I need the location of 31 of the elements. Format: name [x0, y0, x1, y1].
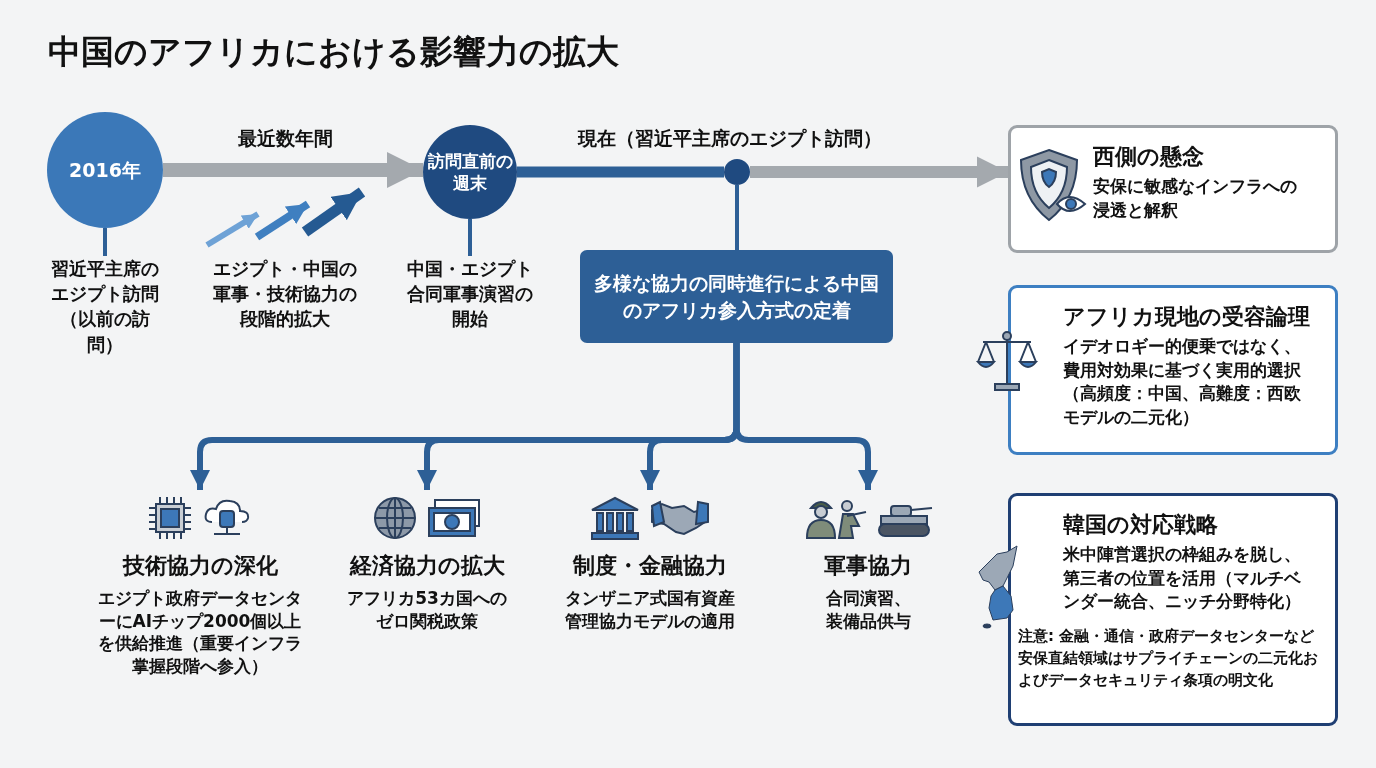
timeline-dot [724, 159, 750, 185]
category-title: 経済協力の拡大 [348, 552, 506, 580]
circle-label: 訪問直前の週末 [427, 149, 513, 195]
category-text: タンザニア式国有資産管理協力モデルの適用 [564, 586, 736, 633]
connector-line [735, 185, 739, 250]
connector-line [103, 228, 107, 256]
panel-heading: 西側の懸念 [1093, 143, 1205, 171]
arrow [163, 151, 423, 189]
arrow [733, 343, 879, 490]
circle-label: 2016年 [68, 157, 142, 183]
category-title: 技術協力の深化 [121, 552, 279, 580]
note-text: 中国・エジプト合同軍事演習の開始 [406, 257, 534, 332]
summary-box: 多様な協力の同時進行による中国のアフリカ参入方式の定着 [580, 250, 893, 343]
panel-note: 注意: 金融・通信・政府データセンターなど安保直結領域はサプライチェーンの二元化およびデータセキュリティ条項の明文化 [1018, 626, 1319, 691]
category-text: 合同演習、装備品供与 [824, 586, 912, 633]
info-panel [1008, 125, 1338, 253]
connector-line [468, 219, 472, 256]
category-title: 制度・金融協力 [571, 552, 728, 580]
panel-heading: 韓国の対応戦略 [1063, 511, 1219, 539]
timeline-bar [517, 166, 724, 178]
note-text: エジプト・中国の軍事・技術協力の段階的拡大 [212, 257, 358, 332]
panel-text: イデオロギー的便乗ではなく、費用対効果に基づく実用的選択（高頻度：中国、高難度：西欧モデルの二元化） [1063, 334, 1302, 430]
category-text: エジプト政府データセンターにAIチップ2000個以上を供給推進（重要インフラ掌握段階へ参入） [97, 586, 303, 679]
arrow [750, 156, 1008, 188]
title: 中国のアフリカにおける影響力の拡大 [48, 31, 619, 73]
category-text: アフリカ53カ国へのゼロ関税政策 [346, 586, 508, 633]
panel-heading: アフリカ現地の受容論理 [1063, 303, 1311, 331]
panel-text: 安保に敏感なインフラへの浸透と解釈 [1093, 174, 1298, 222]
note-text: 習近平主席のエジプト訪問（以前の訪問） [50, 257, 160, 357]
category-title: 軍事協力 [823, 552, 913, 580]
panel-text: 米中陣営選択の枠組みを脱し、第三者の位置を活用（マルチベンダー統合、ニッチ分野特化） [1063, 542, 1302, 614]
